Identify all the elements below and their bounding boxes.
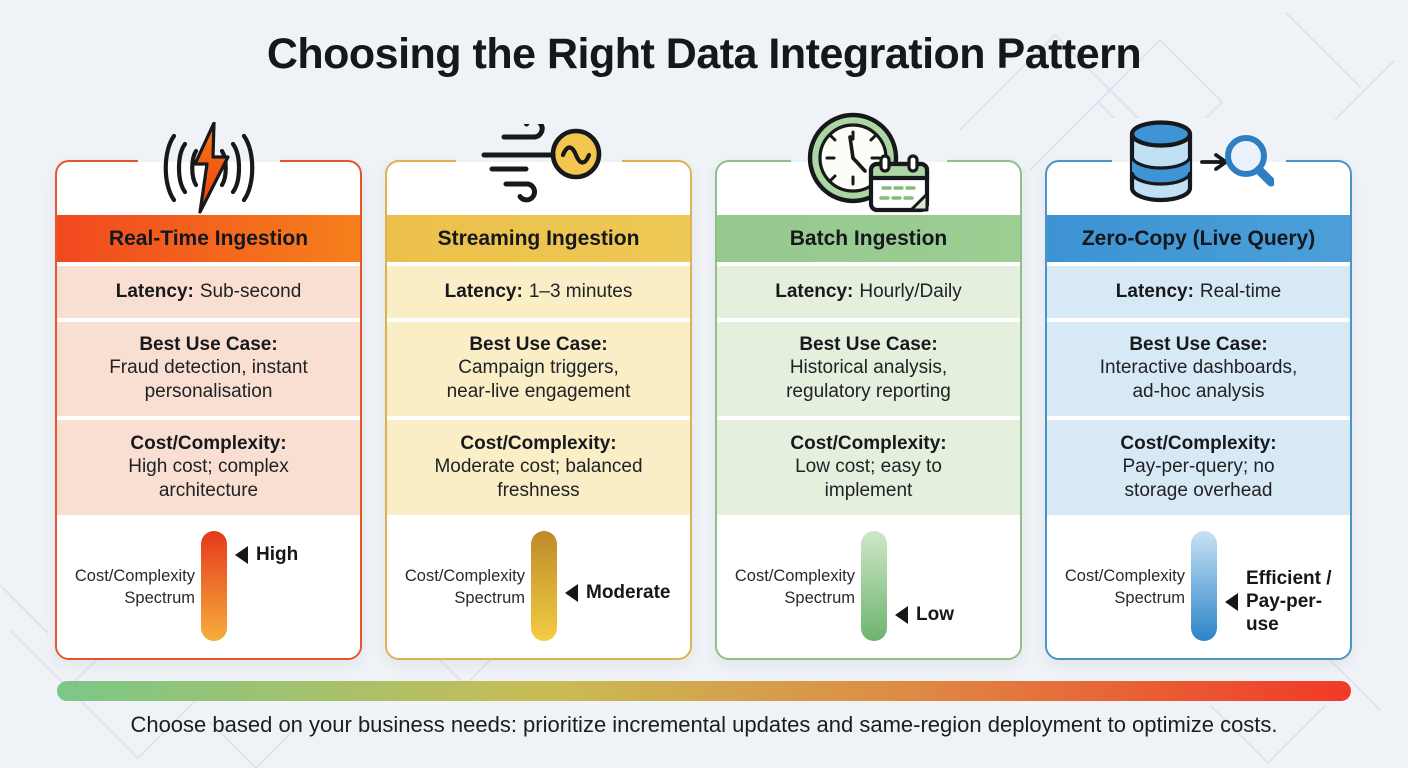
spectrum-bar xyxy=(1191,531,1217,641)
cost-complexity-spectrum: Cost/Complexity Spectrum Efficient / Pay… xyxy=(1047,515,1350,658)
card-title: Real-Time Ingestion xyxy=(108,226,309,250)
clock-calendar-icon xyxy=(790,112,947,214)
cost-value: Low cost; easy to implement xyxy=(795,455,942,501)
latency-label: Latency: xyxy=(115,281,194,302)
latency-value: Real-time xyxy=(1199,281,1282,303)
pattern-card-real-time: Real-Time Ingestion Latency: Sub-second … xyxy=(55,118,362,660)
spectrum-label: Cost/Complexity Spectrum xyxy=(404,567,525,607)
cost-row: Cost/Complexity: Pay-per-query; no stora… xyxy=(1047,420,1350,515)
use-case-label: Best Use Case: xyxy=(139,334,278,356)
wind-stream-icon xyxy=(455,118,622,214)
latency-label: Latency: xyxy=(444,281,523,302)
use-case-label: Best Use Case: xyxy=(1129,334,1268,356)
cost-complexity-spectrum: Cost/Complexity Spectrum High xyxy=(57,515,360,658)
page-title: Choosing the Right Data Integration Patt… xyxy=(266,30,1142,78)
pattern-card-batch: Batch Ingestion Latency: Hourly/Daily Be… xyxy=(715,112,1022,660)
card-header: Zero-Copy (Live Query) xyxy=(1047,215,1350,262)
marker-label: Low xyxy=(916,604,954,625)
marker-label: Efficient / Pay-per-use xyxy=(1246,568,1332,636)
cost-value: Pay-per-query; no storage overhead xyxy=(1122,455,1275,501)
card-header: Streaming Ingestion xyxy=(387,215,690,262)
cost-label: Cost/Complexity: xyxy=(1120,432,1277,454)
latency-value: Hourly/Daily xyxy=(859,281,962,303)
card-title: Streaming Ingestion xyxy=(437,226,640,250)
use-case-label: Best Use Case: xyxy=(799,334,938,356)
spectrum-marker: Moderate xyxy=(565,581,670,604)
cost-row: Cost/Complexity: High cost; complex arch… xyxy=(57,420,360,515)
cost-row: Cost/Complexity: Moderate cost; balanced… xyxy=(387,420,690,515)
left-triangle-icon xyxy=(565,583,578,602)
cost-label: Cost/Complexity: xyxy=(130,432,287,454)
cost-complexity-spectrum: Cost/Complexity Spectrum Low xyxy=(717,515,1020,658)
cost-complexity-spectrum: Cost/Complexity Spectrum Moderate xyxy=(387,515,690,658)
spectrum-marker: Low xyxy=(895,603,954,626)
use-case-value: Historical analysis, regulatory reportin… xyxy=(786,357,951,402)
cost-label: Cost/Complexity: xyxy=(790,432,947,454)
latency-row: Latency: 1–3 minutes xyxy=(387,266,690,318)
use-case-label: Best Use Case: xyxy=(469,334,608,356)
database-search-icon xyxy=(1111,118,1286,214)
latency-row: Latency: Real-time xyxy=(1047,266,1350,318)
spectrum-marker: Efficient / Pay-per-use xyxy=(1225,567,1350,637)
use-case-value: Fraud detection, instant personalisation xyxy=(109,357,308,402)
spectrum-label: Cost/Complexity Spectrum xyxy=(1064,567,1185,607)
use-case-row: Best Use Case: Fraud detection, instant … xyxy=(57,322,360,416)
latency-label: Latency: xyxy=(1115,281,1194,302)
left-triangle-icon xyxy=(235,545,248,564)
cost-value: High cost; complex architecture xyxy=(128,455,289,501)
latency-label: Latency: xyxy=(775,281,854,302)
cost-gradient-bar xyxy=(57,681,1351,701)
left-triangle-icon xyxy=(1225,592,1238,611)
marker-label: High xyxy=(256,544,299,565)
marker-label: Moderate xyxy=(586,582,671,603)
card-header: Real-Time Ingestion xyxy=(57,215,360,262)
left-triangle-icon xyxy=(895,605,908,624)
cost-value: Moderate cost; balanced freshness xyxy=(434,455,643,501)
spectrum-marker: High xyxy=(235,543,298,566)
latency-row: Latency: Sub-second xyxy=(57,266,360,318)
cost-label: Cost/Complexity: xyxy=(460,432,617,454)
use-case-value: Interactive dashboards, ad-hoc analysis xyxy=(1099,357,1298,402)
card-title: Zero-Copy (Live Query) xyxy=(1081,226,1316,250)
latency-value: 1–3 minutes xyxy=(528,281,633,303)
latency-row: Latency: Hourly/Daily xyxy=(717,266,1020,318)
pattern-card-zero-copy: Zero-Copy (Live Query) Latency: Real-tim… xyxy=(1045,118,1352,660)
use-case-row: Best Use Case: Historical analysis, regu… xyxy=(717,322,1020,416)
lightning-signal-icon xyxy=(137,118,280,214)
use-case-row: Best Use Case: Interactive dashboards, a… xyxy=(1047,322,1350,416)
latency-value: Sub-second xyxy=(199,281,302,303)
footer-note: Choose based on your business needs: pri… xyxy=(130,712,1278,737)
spectrum-label: Cost/Complexity Spectrum xyxy=(734,567,855,607)
spectrum-label: Cost/Complexity Spectrum xyxy=(74,567,195,607)
use-case-value: Campaign triggers, near-live engagement xyxy=(446,357,631,402)
spectrum-bar xyxy=(531,531,557,641)
card-title: Batch Ingestion xyxy=(789,226,948,250)
card-header: Batch Ingestion xyxy=(717,215,1020,262)
cost-row: Cost/Complexity: Low cost; easy to imple… xyxy=(717,420,1020,515)
spectrum-bar xyxy=(861,531,887,641)
pattern-card-streaming: Streaming Ingestion Latency: 1–3 minutes… xyxy=(385,118,692,660)
use-case-row: Best Use Case: Campaign triggers, near-l… xyxy=(387,322,690,416)
spectrum-bar xyxy=(201,531,227,641)
